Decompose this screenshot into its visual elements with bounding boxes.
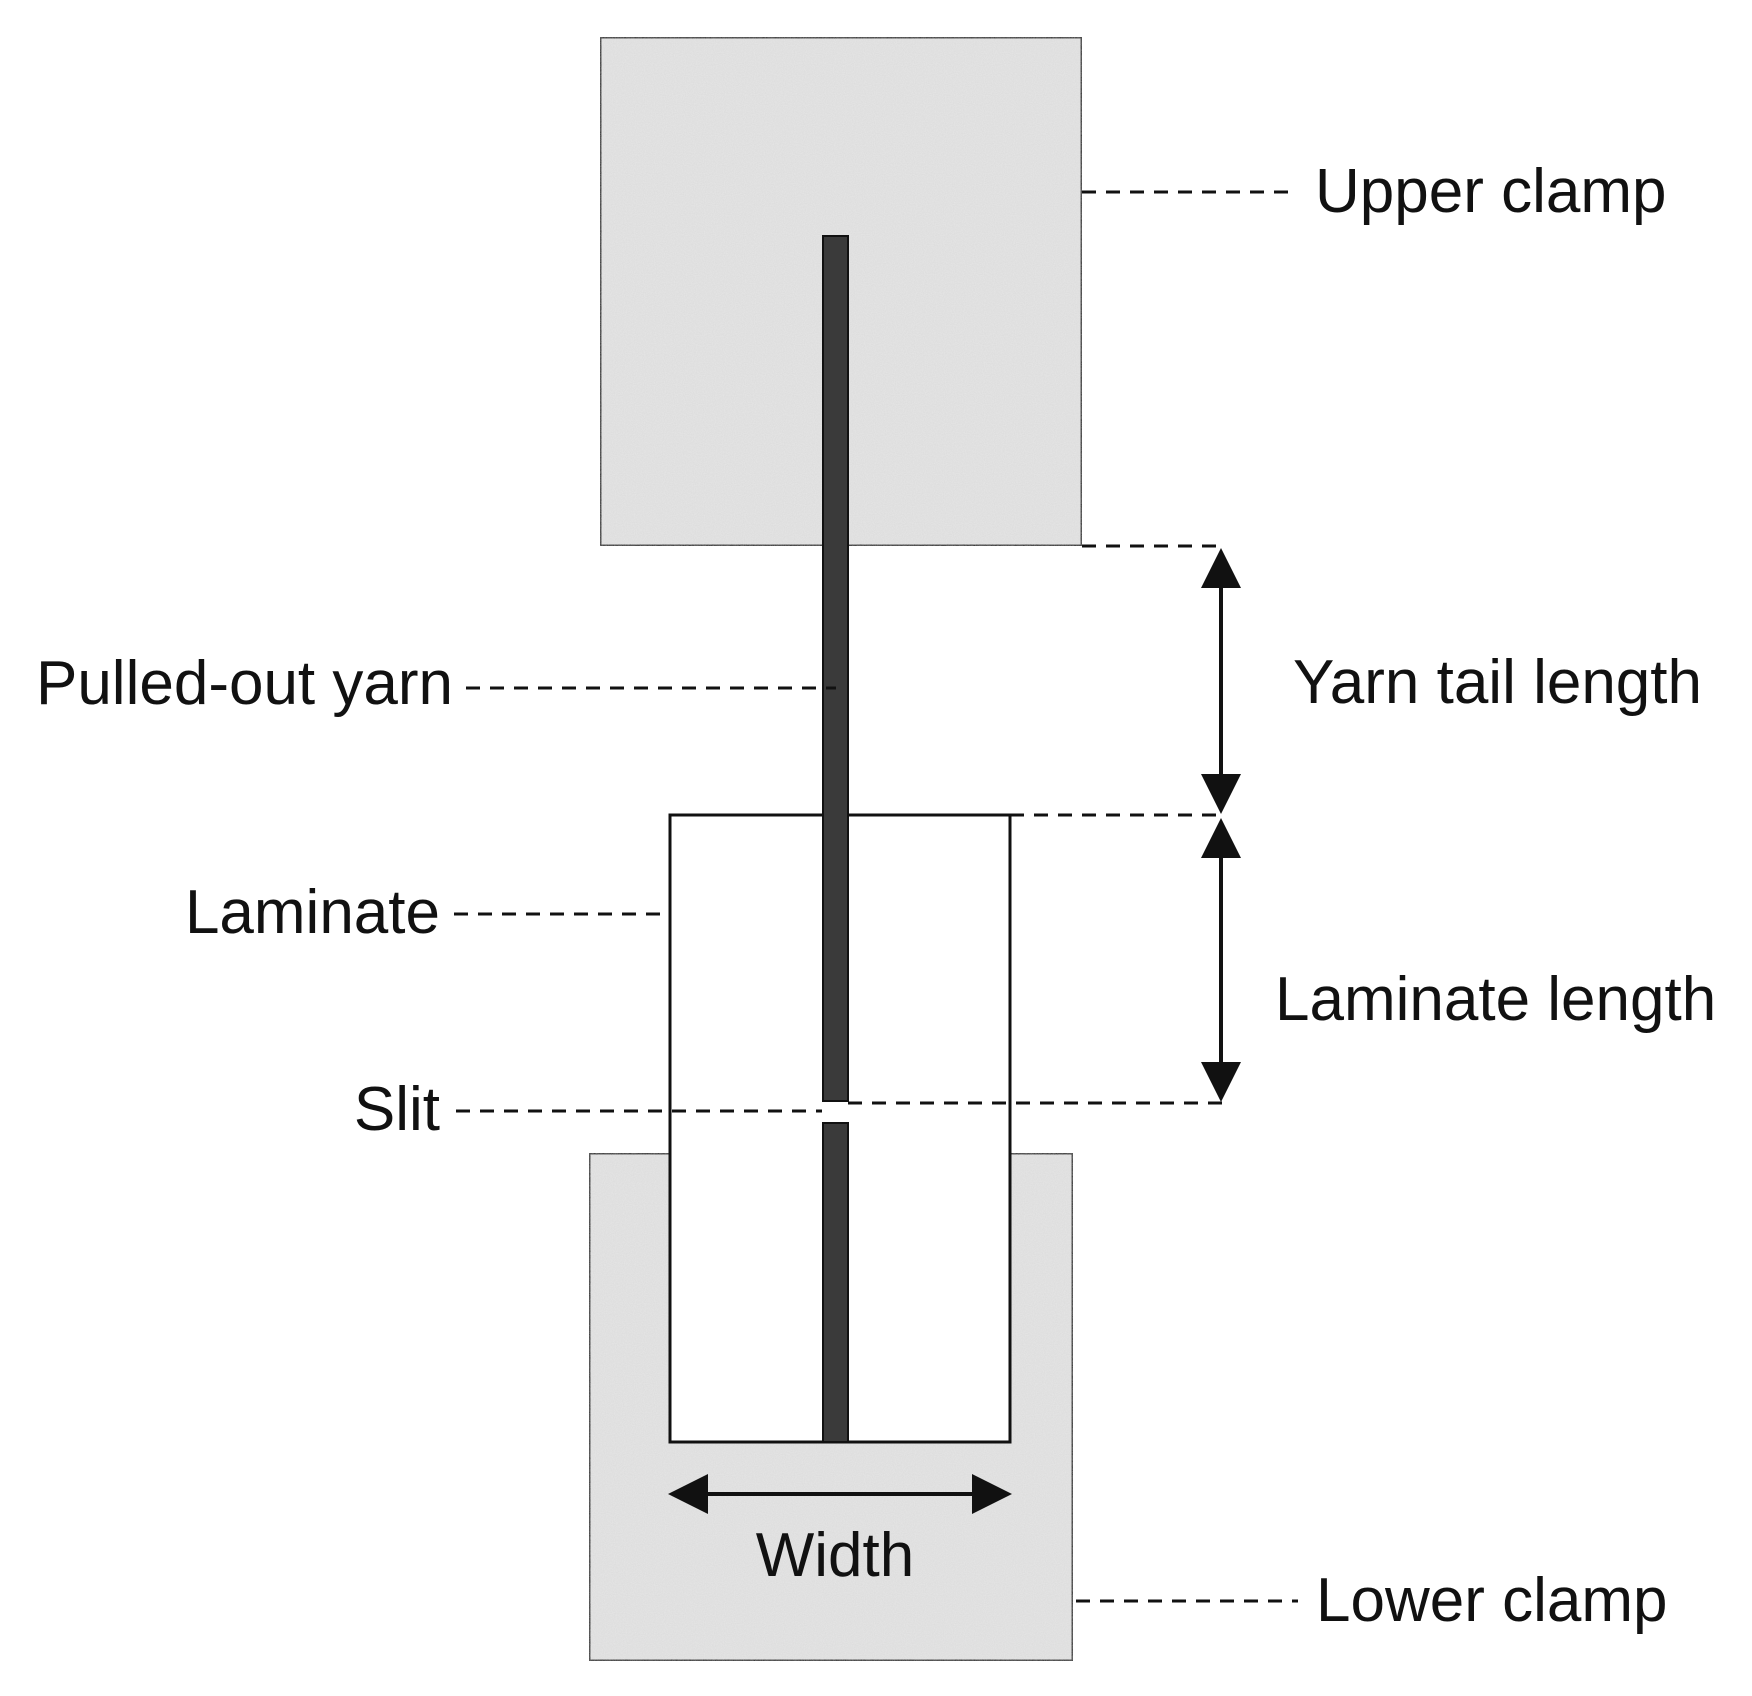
lower-clamp-label: Lower clamp [1316,1566,1667,1635]
upper-clamp-label: Upper clamp [1315,157,1666,226]
width-label: Width [756,1521,914,1590]
pulled-out-yarn-label: Pulled-out yarn [36,649,453,718]
slit-label: Slit [354,1075,440,1144]
pulled-out-yarn [822,235,849,1102]
laminate-label: Laminate [185,878,440,947]
embedded-yarn [822,1122,849,1443]
yarn-tail-length-label: Yarn tail length [1293,648,1702,717]
laminate-length-label: Laminate length [1275,965,1716,1034]
